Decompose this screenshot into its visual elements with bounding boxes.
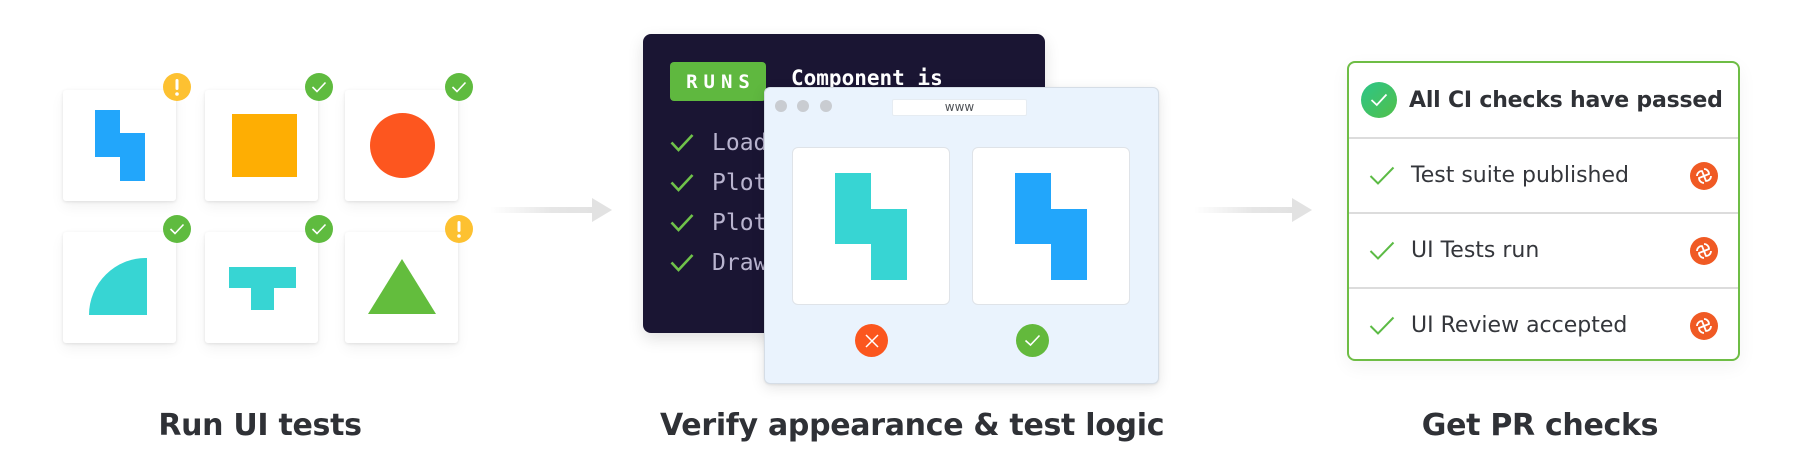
check-icon	[1369, 241, 1395, 260]
circle-icon	[370, 113, 435, 178]
step-label-run-tests: Run UI tests	[158, 408, 362, 443]
check-icon	[670, 174, 694, 192]
test-tile-circle-red	[345, 73, 473, 201]
window-dot-maximize	[820, 100, 832, 112]
test-tile-quarter-teal	[63, 215, 191, 343]
runs-badge: RUNS	[670, 62, 766, 101]
ci-check-row[interactable]: UI Tests run	[1349, 212, 1738, 287]
accept-icon	[1016, 324, 1049, 357]
ci-check-row[interactable]: Test suite published	[1349, 137, 1738, 212]
ci-checks-card: All CI checks have passed Test suite pub…	[1347, 61, 1740, 361]
test-tile-triangle-green	[345, 215, 473, 343]
check-badge-icon	[305, 73, 333, 101]
step-label-verify: Verify appearance & test logic	[660, 408, 1165, 443]
ci-check-row[interactable]: UI Review accepted	[1349, 287, 1738, 359]
check-icon	[670, 214, 694, 232]
test-tile-z-blue	[63, 73, 191, 201]
terminal-line: Plot	[670, 168, 767, 198]
z-tetromino-icon	[1015, 173, 1087, 280]
check-badge-icon	[163, 215, 191, 243]
z-tetromino-icon	[95, 110, 145, 181]
arrow-right-icon	[490, 198, 612, 222]
arrow-right-icon	[1194, 198, 1312, 222]
quarter-circle-icon	[89, 258, 147, 315]
ci-header-text: All CI checks have passed	[1409, 87, 1723, 113]
snapshot-baseline	[792, 147, 950, 305]
test-tile-t-teal	[205, 215, 333, 343]
t-tetromino-icon	[229, 267, 296, 310]
browser-window: www	[764, 87, 1159, 384]
reject-icon	[855, 324, 888, 357]
window-dot-close	[775, 100, 787, 112]
test-tile-square-orange	[205, 73, 333, 201]
check-badge-icon	[445, 73, 473, 101]
snapshot-current	[972, 147, 1130, 305]
step-label-pr-checks: Get PR checks	[1421, 408, 1659, 443]
z-tetromino-icon	[835, 173, 907, 280]
chromatic-icon	[1690, 311, 1718, 340]
window-dot-minimize	[797, 100, 809, 112]
check-icon	[1369, 316, 1395, 335]
chromatic-icon	[1690, 236, 1718, 265]
check-badge-icon	[305, 215, 333, 243]
terminal-line: Load	[670, 128, 767, 158]
terminal-line: Plot	[670, 208, 767, 238]
url-bar: www	[892, 99, 1027, 116]
terminal-line: Draw	[670, 248, 767, 278]
check-circle-icon	[1361, 82, 1397, 118]
square-icon	[232, 114, 297, 177]
chromatic-icon	[1690, 161, 1718, 190]
ci-header: All CI checks have passed	[1349, 63, 1738, 137]
check-icon	[670, 254, 694, 272]
terminal-title: Component is	[791, 66, 943, 90]
warning-badge-icon	[163, 73, 191, 101]
check-icon	[1369, 166, 1395, 185]
warning-badge-icon	[445, 215, 473, 243]
check-icon	[670, 134, 694, 152]
triangle-icon	[368, 259, 436, 314]
